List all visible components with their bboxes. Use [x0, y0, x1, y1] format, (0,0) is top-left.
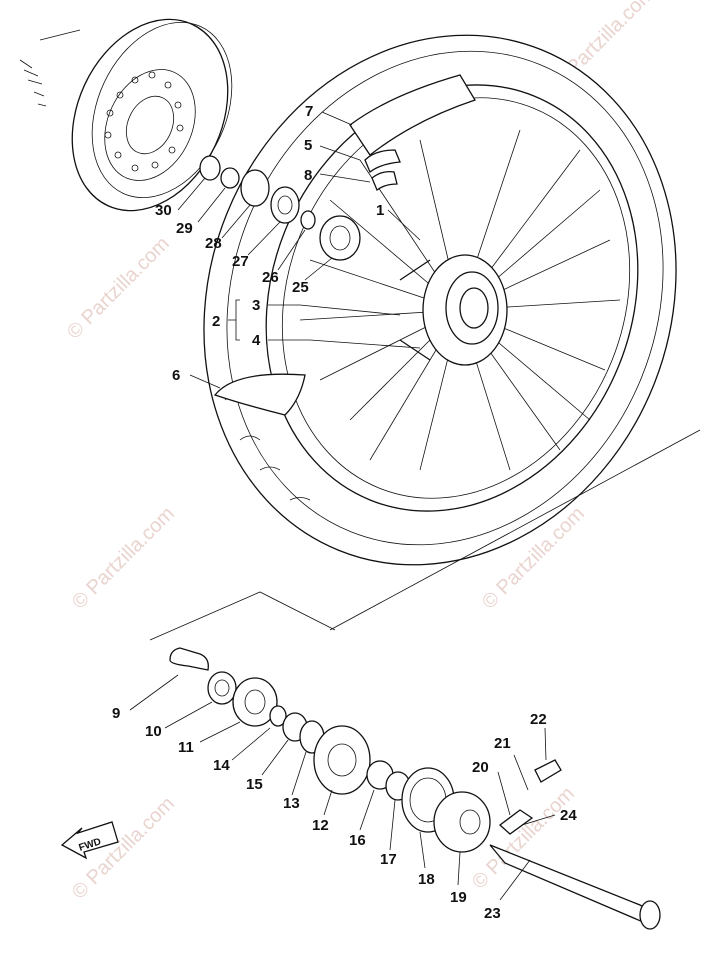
part-label-22: 22 [530, 711, 547, 728]
part-label-20: 20 [472, 759, 489, 776]
part-label-27: 27 [232, 253, 249, 270]
leader-lines [129, 111, 556, 901]
part-label-23: 23 [484, 905, 501, 922]
part-label-14: 14 [213, 757, 230, 774]
watermark: © Partzilla.com [63, 233, 174, 344]
part-label-1: 1 [376, 202, 384, 219]
part-label-19: 19 [450, 889, 467, 906]
part-label-4: 4 [252, 332, 261, 349]
part-label-30: 30 [155, 202, 172, 219]
part-label-21: 21 [494, 735, 511, 752]
part-label-18: 18 [418, 871, 435, 888]
part-label-9: 9 [112, 705, 120, 722]
part-label-10: 10 [145, 723, 162, 740]
part-label-6: 6 [172, 367, 180, 384]
part-label-17: 17 [380, 851, 397, 868]
part-label-11: 11 [178, 739, 194, 756]
part-label-29: 29 [176, 220, 193, 237]
part-label-26: 26 [262, 269, 279, 286]
part-label-28: 28 [205, 235, 222, 252]
part-label-15: 15 [246, 776, 263, 793]
part-label-16: 16 [349, 832, 366, 849]
part-label-12: 12 [312, 817, 329, 834]
part-label-8: 8 [304, 167, 312, 184]
wheel-assembly [203, 34, 677, 566]
part-label-5: 5 [304, 137, 312, 154]
lower-parts [169, 647, 661, 930]
part-label-24: 24 [560, 807, 577, 824]
part-labels: 1 2 3 4 5 6 7 8 9 10 11 12 13 14 15 16 1… [112, 103, 577, 922]
watermark: © Partzilla.com [68, 503, 179, 614]
part-label-2: 2 [212, 313, 220, 330]
part-label-3: 3 [252, 297, 260, 314]
part-label-7: 7 [305, 103, 313, 120]
top-axle-parts [199, 155, 421, 349]
part-label-25: 25 [292, 279, 309, 296]
part-label-13: 13 [283, 795, 300, 812]
brake-disc [19, 18, 233, 212]
